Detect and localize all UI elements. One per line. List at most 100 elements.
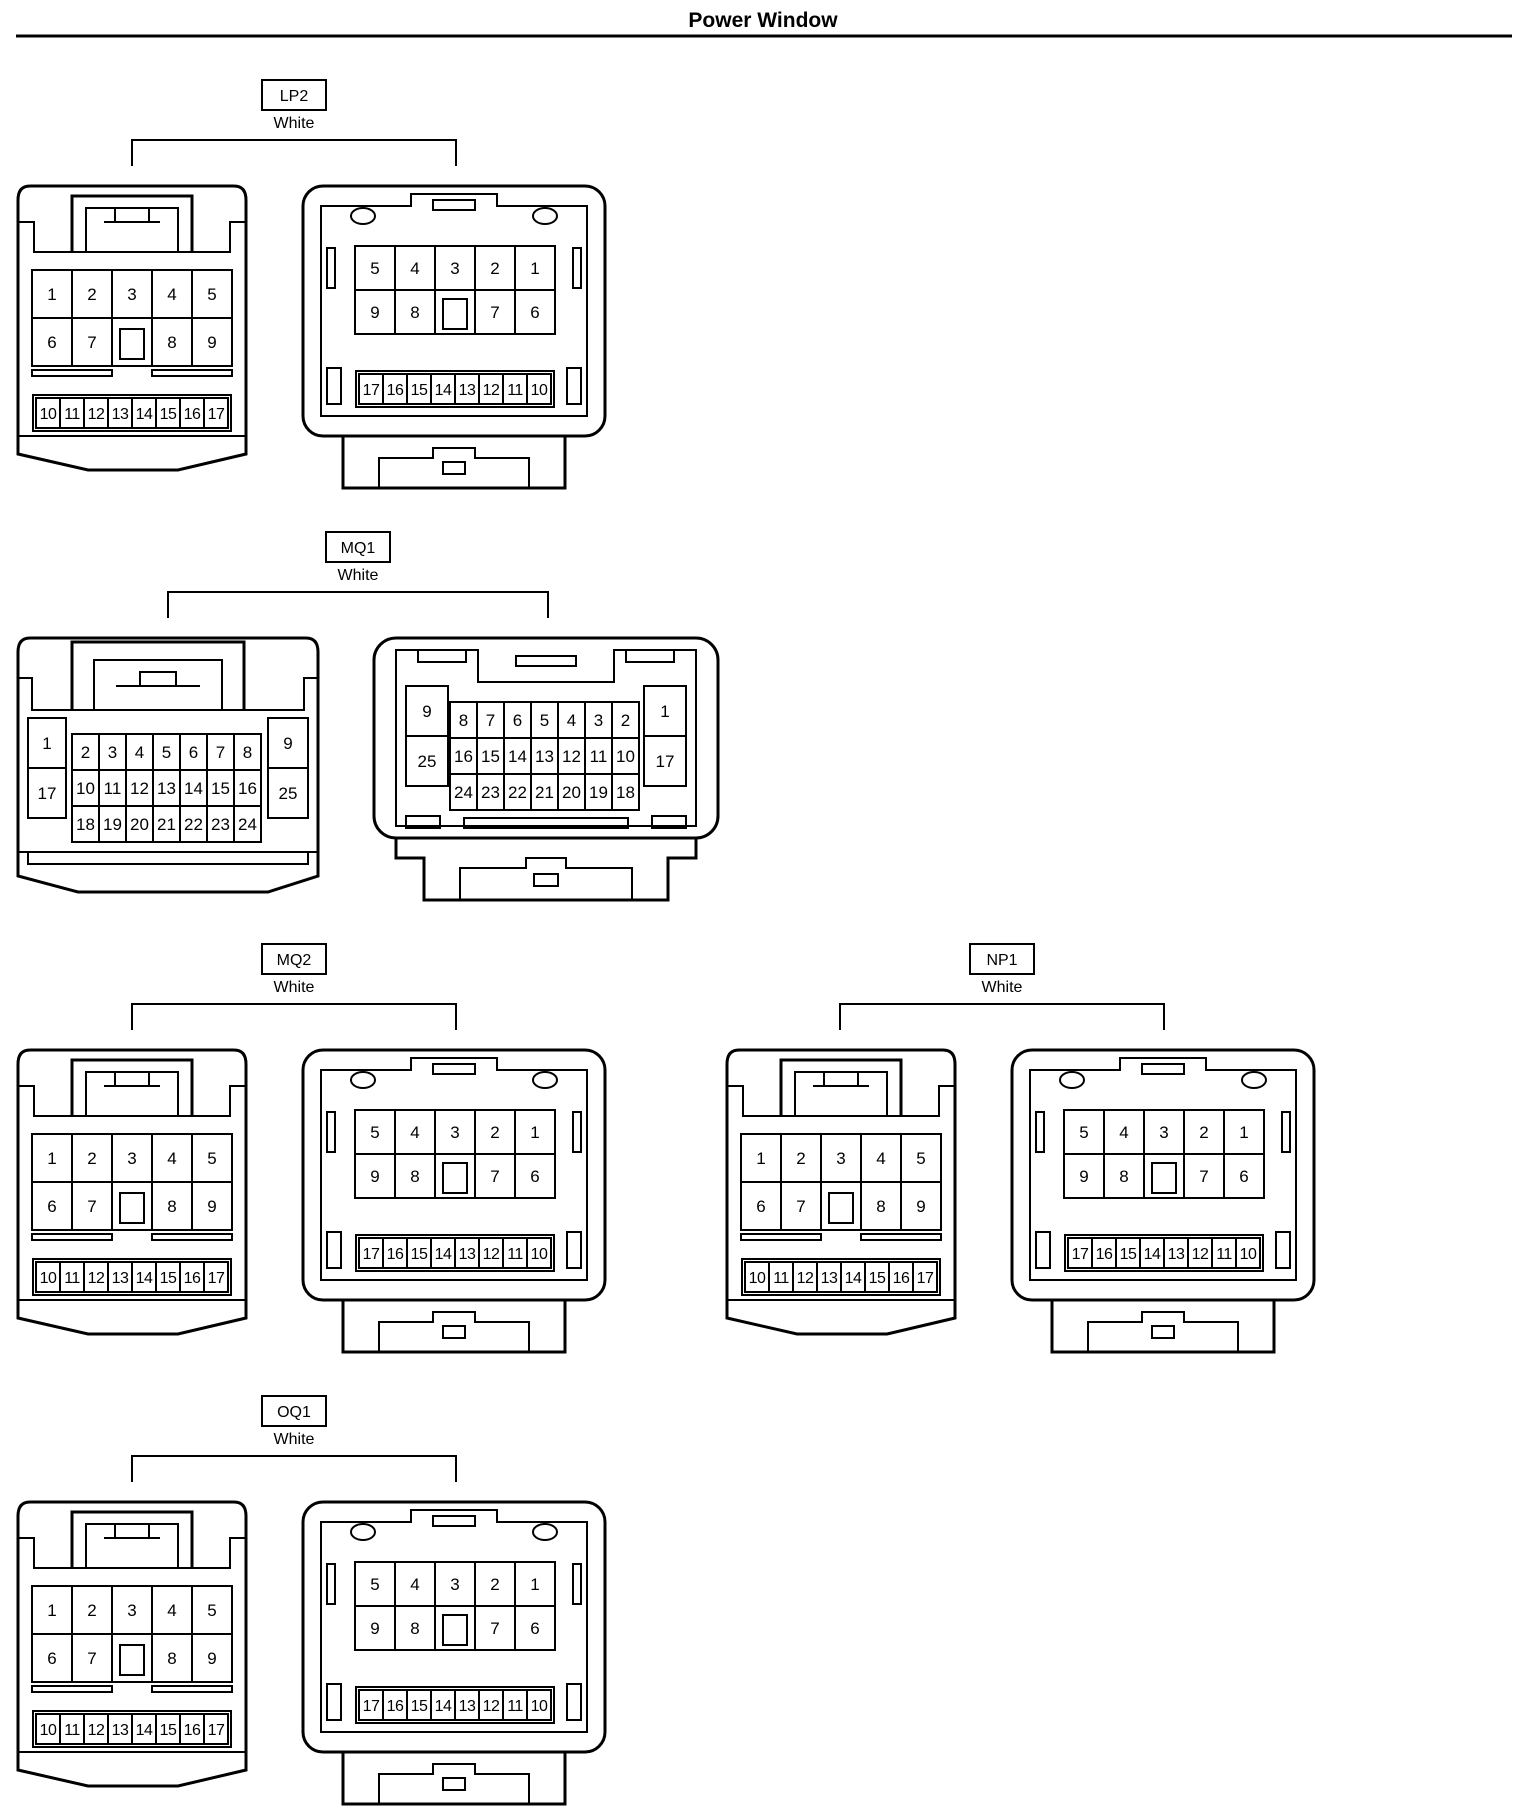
pin-label: 9 <box>370 1619 379 1638</box>
pin-label: 2 <box>796 1149 805 1168</box>
pin-label: 11 <box>773 1270 789 1287</box>
pin-label: 8 <box>167 1649 176 1668</box>
pin-cell <box>1223 1153 1265 1199</box>
pin-strip-frame <box>32 1258 232 1296</box>
base-slot <box>405 815 441 829</box>
pin-label: 2 <box>87 285 96 304</box>
pin-label: 16 <box>184 1722 201 1739</box>
pin-cell <box>514 289 556 335</box>
lock-tab <box>442 1777 466 1791</box>
pin-label: 7 <box>486 711 495 730</box>
pin-label: 1 <box>530 1123 539 1142</box>
pin-label: 1 <box>530 1575 539 1594</box>
pin-label: 19 <box>103 815 122 834</box>
latch-inner <box>85 1523 179 1568</box>
connector-bracket <box>131 1455 457 1482</box>
pin-label: 8 <box>167 333 176 352</box>
pin-label: 6 <box>513 711 522 730</box>
pin-label: 8 <box>243 743 252 762</box>
latch-outer <box>70 194 194 252</box>
connector-color: White <box>274 1431 315 1448</box>
pin-label: 2 <box>87 1601 96 1620</box>
pin-label: 15 <box>160 1722 177 1739</box>
pin-label: 25 <box>279 784 298 803</box>
pin-cell <box>1235 1237 1261 1269</box>
pin-label: 4 <box>1119 1123 1128 1142</box>
pin-label: 19 <box>589 783 608 802</box>
pin-label: 3 <box>127 285 136 304</box>
pin-cell <box>526 1689 552 1721</box>
pin-label: 12 <box>88 1722 105 1739</box>
pin-label: 5 <box>207 285 216 304</box>
pin-label: 17 <box>208 1270 225 1287</box>
pin-label: 1 <box>47 1601 56 1620</box>
pin-label: 13 <box>112 406 129 423</box>
side-rib <box>566 1683 582 1721</box>
pin-label: 2 <box>490 1123 499 1142</box>
housing-inner <box>1029 1057 1297 1281</box>
pin-label: 2 <box>490 259 499 278</box>
pin-cell <box>526 1237 552 1269</box>
connector-bracket <box>131 1003 457 1030</box>
latch-inner <box>85 207 179 252</box>
pin-label: 10 <box>40 406 57 423</box>
pin-label: 14 <box>184 779 203 798</box>
pin-strip-frame <box>741 1258 941 1296</box>
pin-cell <box>434 289 476 335</box>
pin-label: 14 <box>435 382 452 399</box>
pin-label: 8 <box>410 1619 419 1638</box>
pin-label: 7 <box>87 1197 96 1216</box>
pin-cell <box>191 1181 233 1231</box>
guide-hole <box>532 1071 558 1089</box>
connector-id: LP2 <box>280 88 309 105</box>
pin-label: 16 <box>238 779 257 798</box>
pin-label: 16 <box>893 1270 910 1287</box>
lock-tab <box>442 461 466 475</box>
latch-tab <box>139 671 177 687</box>
guide-bar <box>151 369 233 377</box>
housing-outline <box>16 1048 248 1336</box>
lock-inner <box>378 1311 530 1352</box>
pin-label: 6 <box>756 1197 765 1216</box>
pin-cell <box>27 767 67 819</box>
pin-label: 7 <box>490 1167 499 1186</box>
pin-label: 15 <box>1120 1246 1137 1263</box>
pin-label: 10 <box>531 1698 548 1715</box>
guide-bar <box>151 1685 233 1693</box>
guide-bar <box>860 1233 942 1241</box>
pin-label: 5 <box>1079 1123 1088 1142</box>
connector-id: NP1 <box>986 952 1017 969</box>
pin-label: 17 <box>917 1270 934 1287</box>
side-rib <box>572 1111 582 1153</box>
pin-label: 11 <box>104 779 122 798</box>
housing-outline <box>16 636 320 894</box>
pin-label: 13 <box>1168 1246 1185 1263</box>
connector-id-box <box>261 1395 327 1427</box>
pin-label: 4 <box>876 1149 885 1168</box>
pin-label: 3 <box>836 1149 845 1168</box>
latch-outer <box>70 1510 194 1568</box>
pin-label: 14 <box>435 1698 452 1715</box>
pin-label: 10 <box>616 747 635 766</box>
base-slot <box>463 817 629 829</box>
pin-cell <box>912 1261 938 1293</box>
key-slot <box>432 1515 476 1527</box>
pin-cell <box>434 1605 476 1651</box>
pin-label: 1 <box>47 1149 56 1168</box>
pin-label: 15 <box>211 779 230 798</box>
pin-strip-frame <box>355 370 555 408</box>
pin-label: 12 <box>483 1246 500 1263</box>
pin-label: 4 <box>135 743 144 762</box>
housing-outline <box>1010 1048 1316 1302</box>
connector-id-box <box>325 531 391 563</box>
pin-label: 3 <box>127 1601 136 1620</box>
latch-inner <box>93 659 223 710</box>
pin-strip-frame <box>1064 1234 1264 1272</box>
pin-label: 22 <box>508 783 527 802</box>
pin-label: 16 <box>387 382 404 399</box>
pin-label: 3 <box>108 743 117 762</box>
